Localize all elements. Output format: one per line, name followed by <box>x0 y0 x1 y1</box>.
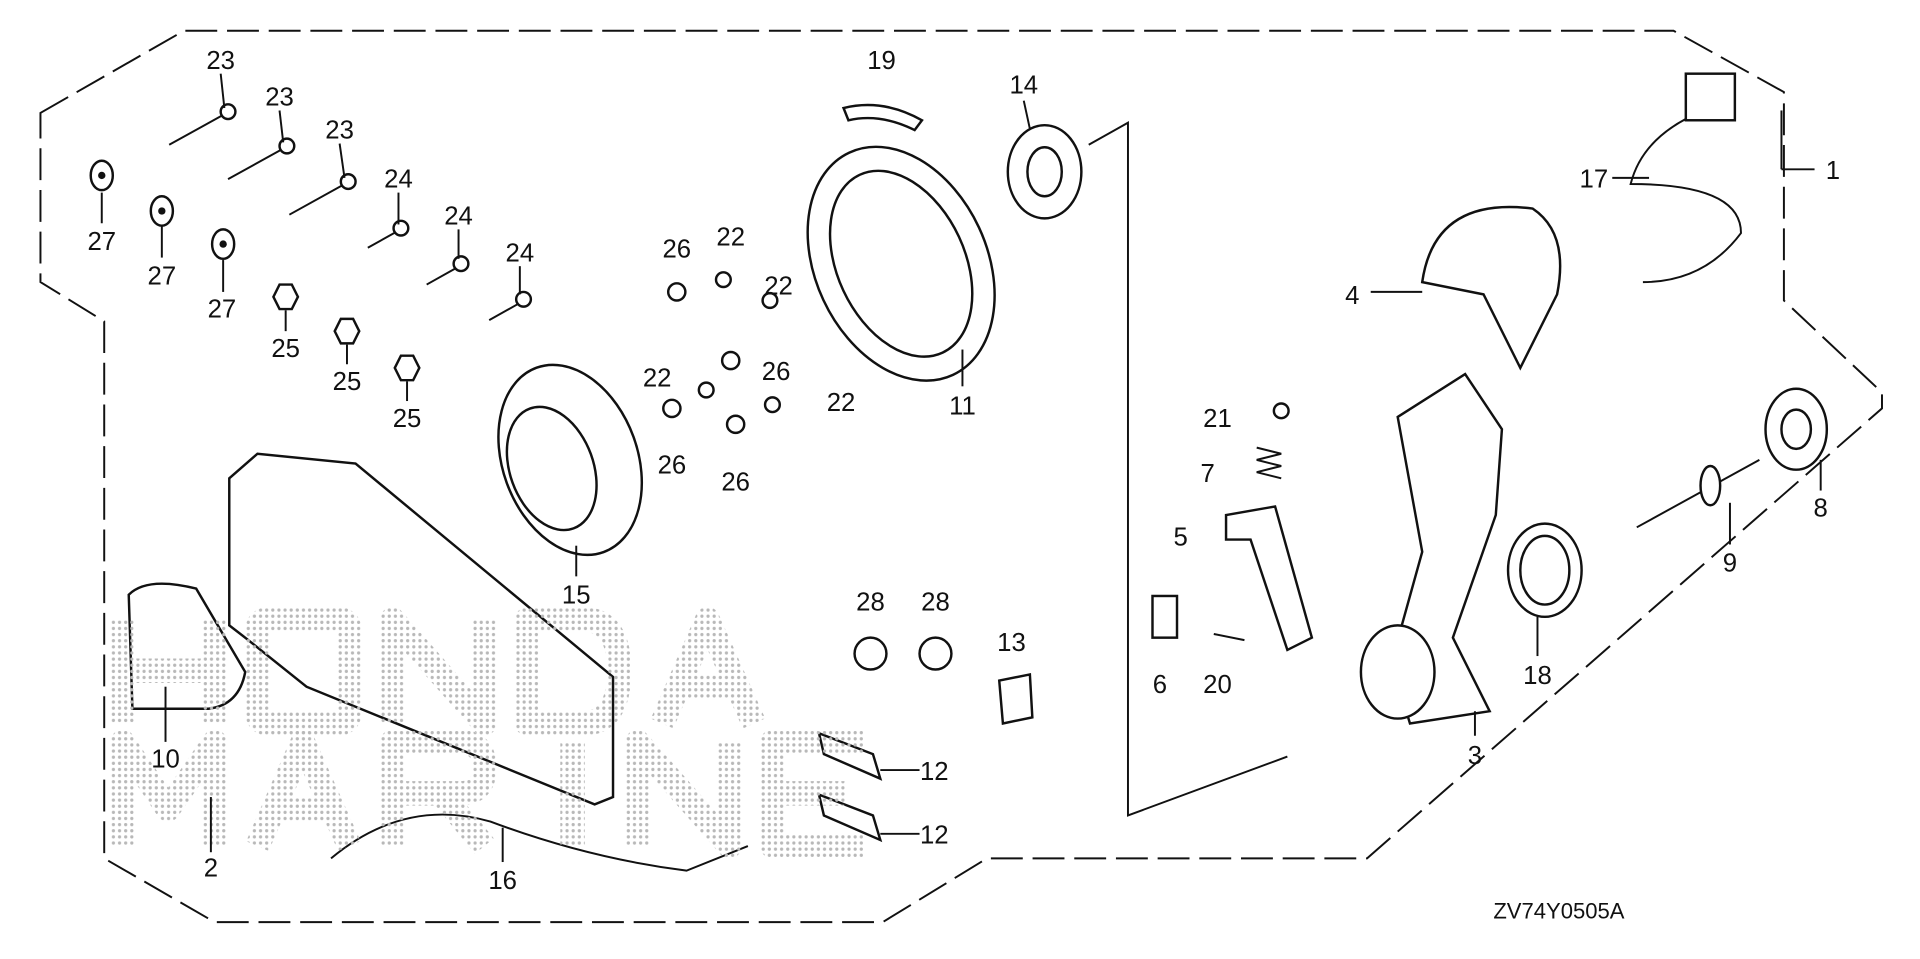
callout-3: 3 <box>1468 742 1482 770</box>
part-17-harness <box>1629 109 1742 284</box>
callout-24: 24 <box>506 239 535 267</box>
callout-7: 7 <box>1201 460 1215 488</box>
callout-20: 20 <box>1203 671 1232 699</box>
bolts-23 <box>168 103 357 216</box>
callout-16: 16 <box>488 867 517 895</box>
callout-5: 5 <box>1174 524 1188 552</box>
callout-24: 24 <box>384 166 413 194</box>
part-14-gear <box>1006 123 1083 220</box>
part-17-connector <box>1684 72 1737 122</box>
callout-28: 28 <box>856 589 885 617</box>
part-19 <box>841 103 924 132</box>
callout-23: 23 <box>206 47 235 75</box>
callouts: 23 23 23 24 24 24 27 27 27 25 25 25 26 2… <box>87 47 1840 895</box>
callout-4: 4 <box>1345 282 1359 310</box>
screws-24 <box>367 219 533 321</box>
part-13 <box>997 672 1034 725</box>
callout-25: 25 <box>271 335 300 363</box>
part-21 <box>1272 402 1290 420</box>
part-20 <box>1213 633 1245 642</box>
clips-28 <box>853 636 953 671</box>
subassembly-outline <box>1088 121 1288 817</box>
callout-19: 19 <box>867 47 896 75</box>
callout-25: 25 <box>393 405 422 433</box>
callout-25: 25 <box>333 368 362 396</box>
assembly-boundary <box>39 29 1883 924</box>
callout-28: 28 <box>921 589 950 617</box>
callout-18: 18 <box>1523 662 1552 690</box>
diagram-code: ZV74Y0505A <box>1493 898 1624 923</box>
callout-1: 1 <box>1826 157 1840 185</box>
callout-6: 6 <box>1153 671 1167 699</box>
callout-23: 23 <box>265 84 294 112</box>
callout-10: 10 <box>151 746 180 774</box>
part-11-ring <box>806 145 996 382</box>
callout-12: 12 <box>920 758 949 786</box>
callout-12: 12 <box>920 822 949 850</box>
callout-24: 24 <box>444 202 473 230</box>
part-15-housing <box>497 363 644 557</box>
callout-17: 17 <box>1580 166 1609 194</box>
washers-26-screws-22 <box>662 271 781 435</box>
callout-22: 22 <box>643 364 672 392</box>
callout-26: 26 <box>721 469 750 497</box>
callout-27: 27 <box>148 263 177 291</box>
part-9-shaft <box>1636 459 1760 529</box>
callout-26: 26 <box>762 358 791 386</box>
washers-27 <box>89 159 236 261</box>
callout-2: 2 <box>204 855 218 883</box>
part-7-spring <box>1256 446 1282 480</box>
callout-26: 26 <box>662 236 691 264</box>
callout-15: 15 <box>562 581 591 609</box>
part-5 <box>1224 505 1314 652</box>
callout-22: 22 <box>716 223 745 251</box>
part-4-cover <box>1420 205 1562 371</box>
callout-23: 23 <box>325 117 354 145</box>
callout-27: 27 <box>87 228 116 256</box>
part-9-flange <box>1699 464 1722 507</box>
callout-27: 27 <box>208 296 237 324</box>
part-10-grip <box>127 582 247 710</box>
part-18-ring-inner <box>1519 534 1571 606</box>
part-8-cap-inner <box>1780 408 1813 451</box>
honda-marine-watermark <box>110 607 865 859</box>
callout-26: 26 <box>658 451 687 479</box>
callout-22: 22 <box>764 272 793 300</box>
nuts-25 <box>272 283 421 382</box>
leader-lines <box>100 73 1822 863</box>
callout-21: 21 <box>1203 405 1232 433</box>
callout-11: 11 <box>949 393 976 421</box>
part-3-hub <box>1359 624 1436 720</box>
callout-22: 22 <box>827 389 856 417</box>
callout-9: 9 <box>1723 549 1737 577</box>
part-6 <box>1151 594 1179 639</box>
callout-13: 13 <box>997 629 1026 657</box>
callout-14: 14 <box>1009 71 1038 99</box>
callout-8: 8 <box>1814 494 1828 522</box>
